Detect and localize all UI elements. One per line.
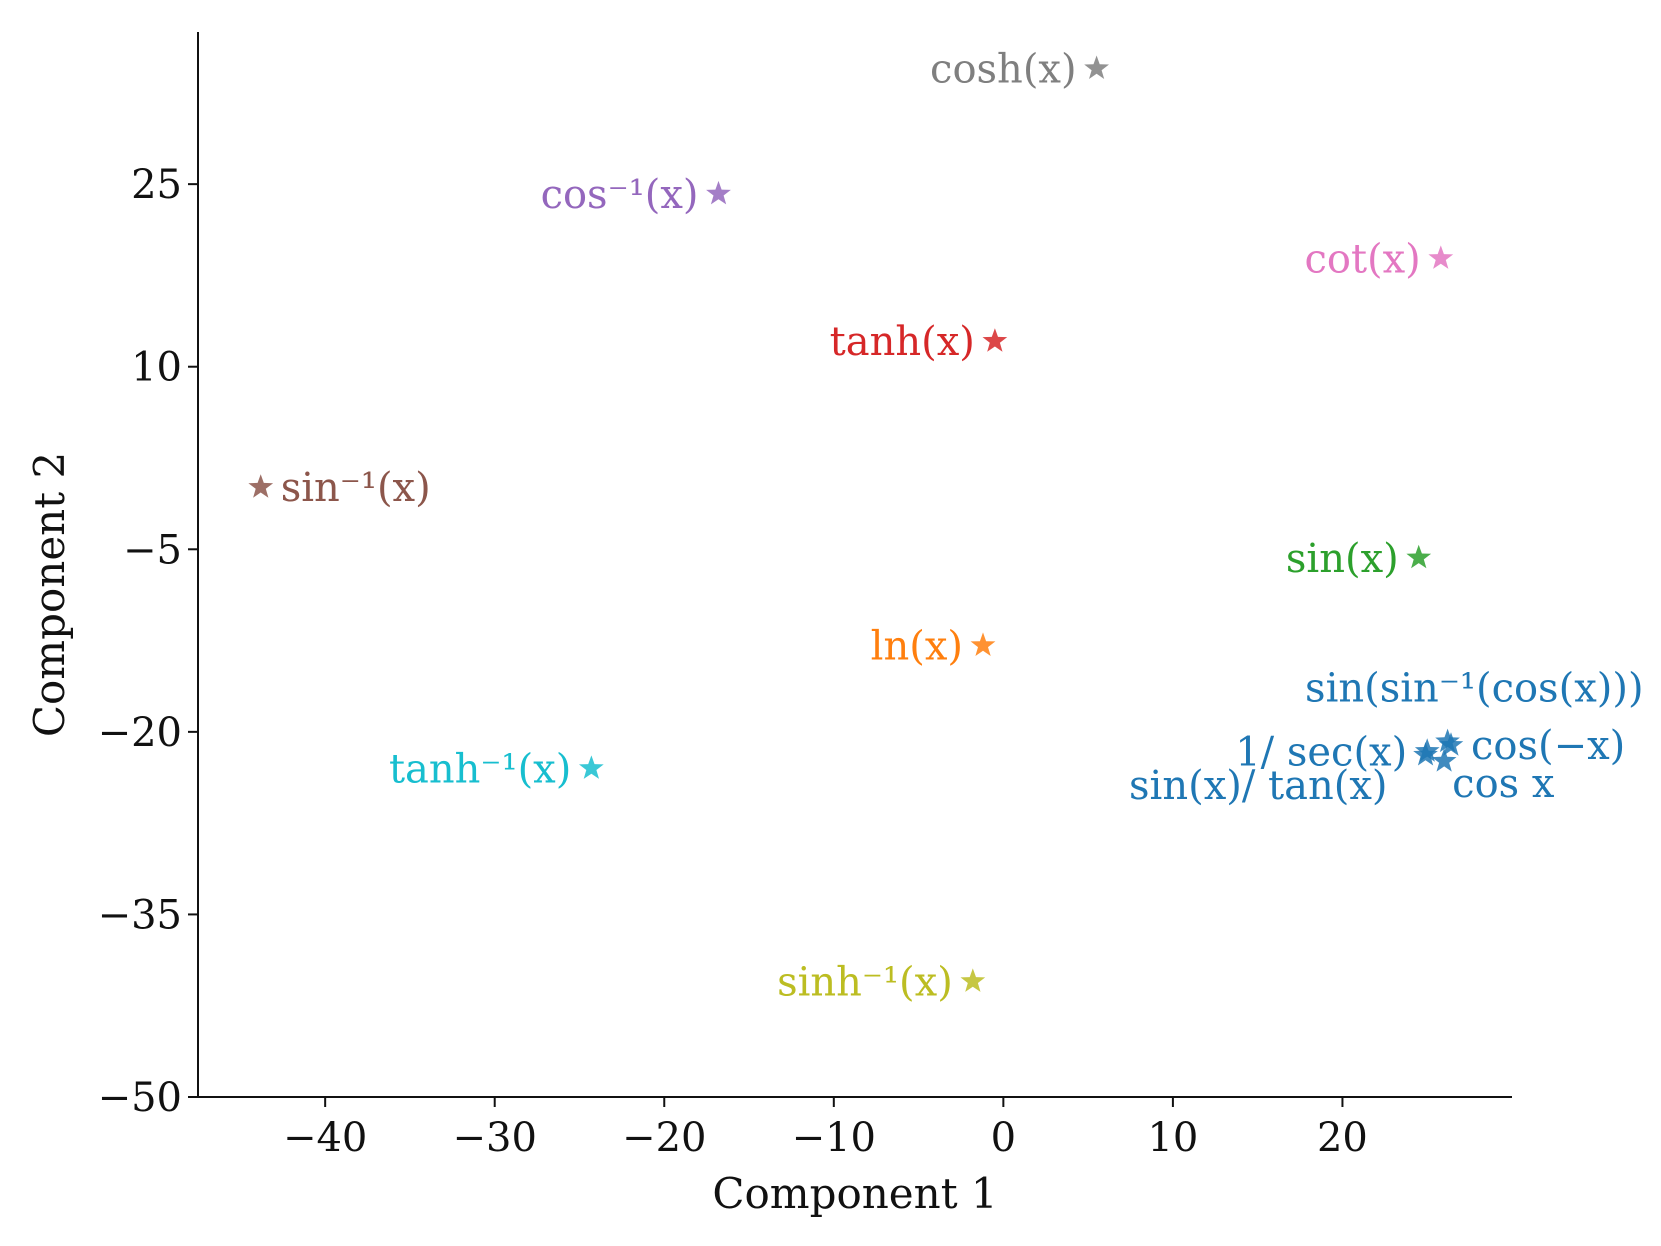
- data-point-marker: [1438, 732, 1464, 756]
- data-point-marker: [1406, 544, 1432, 569]
- data-point-label: tanh(x): [830, 319, 975, 365]
- point-labels: cosh(x) cos⁻¹(x) cot(x) tanh(x) sin⁻¹(x) sin(…: [281, 47, 1644, 1006]
- x-tick-label: −30: [452, 1115, 536, 1161]
- data-points: [248, 55, 1464, 992]
- data-point-label: sin(x): [1286, 536, 1399, 582]
- y-tick-label: −20: [98, 710, 182, 756]
- y-tick-label: −50: [98, 1075, 182, 1121]
- data-point-label: sin(x)/ tan(x): [1129, 763, 1388, 809]
- data-point-marker: [706, 180, 731, 205]
- x-tick-label: 10: [1147, 1115, 1198, 1161]
- y-tick-label: −35: [98, 892, 182, 938]
- ticks: −40 −30 −20 −10 0 10 20 −50 −35 −20 −5 10 25: [98, 162, 1368, 1161]
- data-point-marker: [1084, 55, 1109, 79]
- data-point-marker: [970, 632, 996, 656]
- y-tick-label: 25: [131, 162, 182, 208]
- x-tick-label: 20: [1317, 1115, 1368, 1161]
- data-point-marker: [1431, 748, 1457, 772]
- data-point-label: tanh⁻¹(x): [389, 746, 571, 792]
- data-point-label: cosh(x): [930, 47, 1077, 93]
- data-point-label: sin⁻¹(x): [281, 465, 431, 511]
- y-tick-label: 10: [131, 345, 182, 391]
- data-point-label: sinh⁻¹(x): [777, 959, 953, 1005]
- data-point-label: 1/ sec(x): [1235, 729, 1407, 775]
- y-tick-label: −5: [123, 527, 182, 573]
- x-tick-label: −20: [622, 1115, 706, 1161]
- y-axis-label: Component 2: [25, 452, 74, 737]
- x-axis-label: Component 1: [712, 1169, 997, 1218]
- data-point-label: cos(−x): [1471, 723, 1625, 769]
- data-point-label: ln(x): [871, 623, 963, 669]
- x-tick-label: −40: [283, 1115, 367, 1161]
- data-point-marker: [960, 968, 986, 992]
- data-point-label: cos x: [1452, 761, 1555, 807]
- data-point-marker: [1435, 728, 1460, 753]
- data-point-label: cot(x): [1304, 236, 1420, 282]
- data-point-marker: [248, 474, 274, 498]
- x-tick-label: −10: [792, 1115, 876, 1161]
- data-point-marker: [982, 328, 1008, 352]
- data-point-label: sin(sin⁻¹(cos(x))): [1305, 666, 1644, 712]
- data-point-label: cos⁻¹(x): [541, 172, 699, 218]
- data-point-marker: [1413, 742, 1438, 766]
- data-point-marker: [579, 755, 604, 779]
- data-point-marker: [1428, 245, 1454, 269]
- axes: [197, 32, 1512, 1098]
- x-tick-label: 0: [991, 1115, 1016, 1161]
